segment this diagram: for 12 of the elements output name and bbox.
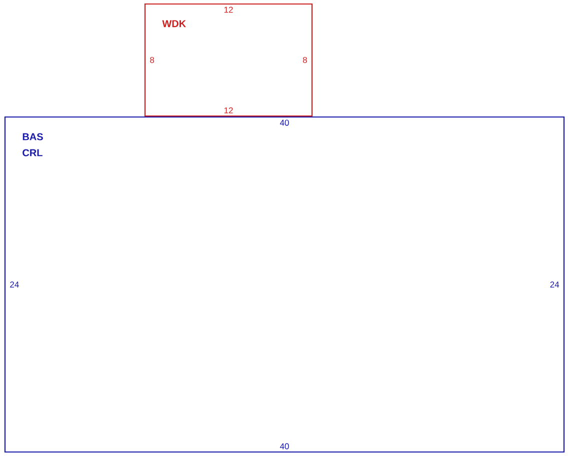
room-label: BAS CRL bbox=[22, 133, 43, 156]
dimension-label: 40 bbox=[280, 443, 289, 450]
dimension-label: 8 bbox=[302, 57, 307, 63]
dimension-label: 24 bbox=[550, 282, 560, 288]
room-box bbox=[144, 3, 313, 117]
dimension-label: 8 bbox=[150, 57, 154, 63]
room-box bbox=[4, 116, 565, 453]
dimension-label: 12 bbox=[224, 107, 233, 114]
dimension-label: 24 bbox=[10, 282, 19, 288]
dimension-label: 40 bbox=[280, 120, 289, 126]
dimension-label: 12 bbox=[224, 6, 233, 13]
room-label: WDK bbox=[162, 20, 186, 28]
